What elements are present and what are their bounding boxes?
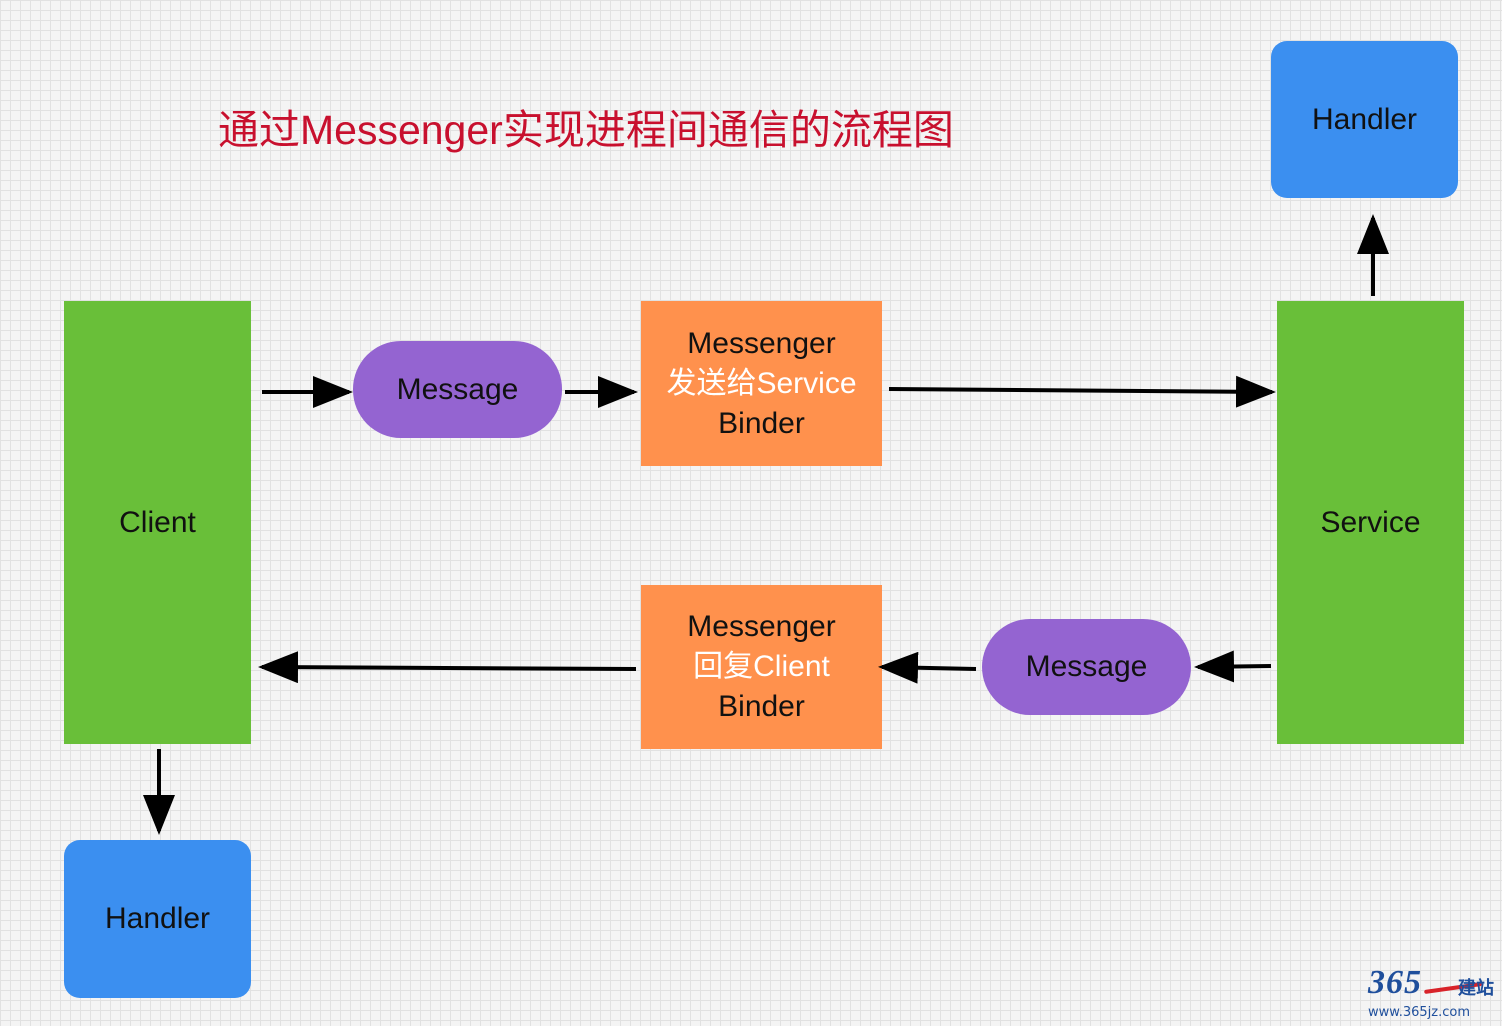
watermark-characters: 建站: [1458, 978, 1494, 998]
watermark-url: www.365jz.com: [1368, 1005, 1470, 1020]
site-watermark: 365 建站 www.365jz.com: [1368, 966, 1494, 1020]
messenger-send-line1: Messenger: [687, 326, 836, 360]
message-bottom-label: Message: [1025, 650, 1148, 683]
service-node: Service: [1277, 301, 1464, 744]
arrow-message-bottom-to-messenger-reply: [878, 651, 977, 684]
diagram-title: 通过Messenger实现进程间通信的流程图: [218, 107, 954, 153]
messenger-reply-node: Messenger 回复Client Binder: [641, 585, 882, 749]
client-label: Client: [119, 505, 196, 539]
client-node: Client: [64, 301, 251, 744]
messenger-send-node: Messenger 发送给Service Binder: [641, 301, 882, 466]
handler-bottom-left-label: Handler: [104, 902, 211, 935]
arrow-service-to-message-bottom: [1194, 650, 1272, 683]
watermark-number: 365: [1368, 964, 1422, 1001]
handler-top-right-node: Handler: [1271, 41, 1458, 198]
message-top-label: Message: [396, 372, 519, 406]
message-top-node: Message: [353, 341, 562, 438]
messenger-reply-line1: Messenger: [687, 610, 836, 643]
service-label: Service: [1320, 505, 1421, 539]
handler-bottom-left-node: Handler: [64, 840, 251, 998]
arrow-messenger-reply-to-client: [258, 651, 637, 684]
arrow-messenger-send-to-service: [888, 375, 1276, 408]
messenger-send-line2: 发送给Service: [666, 366, 857, 400]
handler-top-right-label: Handler: [1311, 102, 1418, 136]
messenger-send-line3: Binder: [718, 406, 805, 440]
message-bottom-node: Message: [982, 619, 1191, 715]
messenger-reply-line3: Binder: [718, 690, 805, 723]
messenger-reply-line2: 回复Client: [693, 650, 830, 683]
